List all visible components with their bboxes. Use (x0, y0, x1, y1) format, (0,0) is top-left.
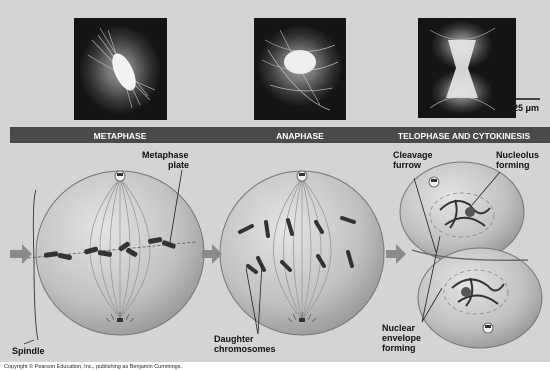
micrograph-anaphase (254, 18, 346, 120)
micrograph-metaphase (74, 18, 167, 120)
label-daughter-2: chromosomes (214, 344, 276, 354)
label-spindle: Spindle (12, 346, 45, 356)
label-daughter-1: Daughter (214, 334, 254, 344)
label-metaphase-plate-1: Metaphase (142, 150, 189, 160)
label-cleavage-2: furrow (393, 160, 422, 170)
label-nuclear-3: forming (382, 343, 416, 353)
phase-title-metaphase: METAPHASE (94, 131, 147, 141)
label-nuclear-2: envelope (382, 333, 421, 343)
label-metaphase-plate-2: plate (168, 160, 189, 170)
phase-title-telophase: TELOPHASE AND CYTOKINESIS (398, 131, 531, 141)
label-cleavage-1: Cleavage (393, 150, 433, 160)
label-nucleolus-1: Nucleolus (496, 150, 539, 160)
label-nuclear-1: Nuclear (382, 323, 416, 333)
copyright-notice: Copyright © Pearson Education, Inc., pub… (4, 363, 182, 370)
label-nucleolus-2: forming (496, 160, 530, 170)
phase-title-anaphase: ANAPHASE (276, 131, 324, 141)
anaphase-cell (220, 171, 384, 335)
scale-bar-label: 25 μm (513, 103, 539, 113)
